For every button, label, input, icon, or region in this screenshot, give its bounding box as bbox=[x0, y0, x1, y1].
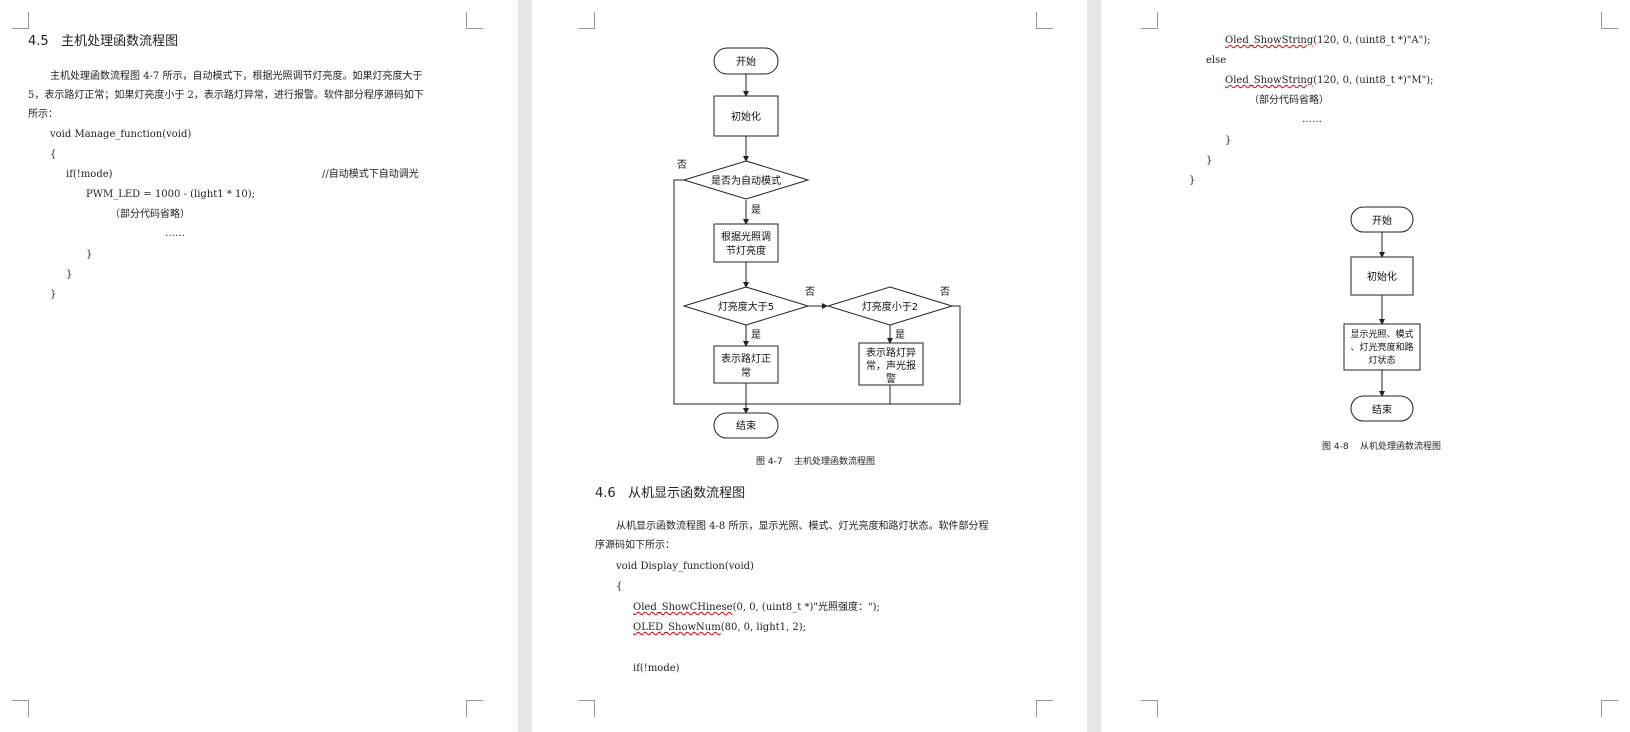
flow-start-node bbox=[713, 47, 779, 75]
flow-decision-lt2 bbox=[826, 286, 954, 326]
code-args: (80, 0, light1, 2); bbox=[720, 622, 807, 633]
crop-mark bbox=[1601, 700, 1618, 717]
code-line: } bbox=[1225, 135, 1232, 146]
main-flowchart: 开始 初始化 是否为自动模式 根据光照调 节灯亮度 灯亮度大于5 灯亮度小于2 … bbox=[673, 47, 961, 439]
flow-init-node bbox=[1350, 256, 1414, 296]
figure-caption: 图 4-8 从机处理函数流程图 bbox=[1322, 442, 1442, 452]
code-line: Oled_ShowCHinese(0, 0, (uint8_t *)"光照强度：… bbox=[633, 601, 880, 615]
slave-flowchart: 开始 初始化 显示光照、模式 、灯光亮度和路 灯状态 结束 bbox=[1343, 206, 1421, 422]
code-omitted-note: （部分代码省略） bbox=[1249, 95, 1329, 106]
flow-display-node bbox=[1343, 323, 1421, 371]
flow-label: 初始化 bbox=[1367, 270, 1397, 283]
flow-start-node bbox=[1350, 206, 1414, 233]
crop-mark bbox=[12, 12, 29, 29]
paragraph-line: 从机显示函数流程图 4-8 所示，显示光照、模式、灯光亮度和路灯状态。软件部分程 bbox=[616, 521, 989, 532]
code-function-name: Oled_ShowCHinese bbox=[633, 602, 733, 613]
flow-branch-no: 否 bbox=[677, 159, 687, 171]
flow-label: 开始 bbox=[736, 55, 756, 68]
code-line: { bbox=[50, 149, 57, 160]
crop-mark bbox=[12, 700, 29, 717]
code-line: { bbox=[616, 581, 623, 592]
code-line: } bbox=[1189, 175, 1196, 186]
section-heading: 4.5 主机处理函数流程图 bbox=[28, 34, 179, 49]
flow-branch-yes: 是 bbox=[751, 329, 761, 341]
flow-label: 警 bbox=[886, 372, 896, 385]
code-comment: //自动模式下自动调光 bbox=[322, 169, 419, 180]
code-line: if(!mode) bbox=[633, 663, 680, 674]
code-line: Oled_ShowString(120, 0, (uint8_t *)"M"); bbox=[1225, 74, 1434, 88]
flow-label: 灯亮度小于2 bbox=[862, 300, 918, 313]
code-args: (0, 0, (uint8_t *)"光照强度："); bbox=[732, 602, 880, 613]
code-line: OLED_ShowNum(80, 0, light1, 2); bbox=[633, 621, 806, 635]
flow-label: 初始化 bbox=[731, 110, 761, 123]
code-line: if(!mode) bbox=[66, 169, 113, 180]
flow-decision-auto bbox=[682, 160, 810, 200]
code-args: (120, 0, (uint8_t *)"A"); bbox=[1313, 35, 1431, 46]
code-function-name: Oled_ShowString bbox=[1225, 75, 1314, 86]
crop-mark bbox=[578, 700, 595, 717]
crop-mark bbox=[1036, 700, 1053, 717]
flow-branch-yes: 是 bbox=[895, 329, 905, 341]
code-function-name: OLED_ShowNum bbox=[633, 622, 721, 633]
flow-label: 是否为自动模式 bbox=[711, 174, 781, 187]
code-line: void Display_function(void) bbox=[616, 561, 754, 572]
document-page-2: 开始 初始化 是否为自动模式 根据光照调 节灯亮度 灯亮度大于5 灯亮度小于2 … bbox=[532, 0, 1087, 732]
code-omitted-note: （部分代码省略） bbox=[110, 209, 190, 220]
flow-alarm-node bbox=[858, 342, 924, 386]
code-args: (120, 0, (uint8_t *)"M"); bbox=[1313, 75, 1434, 86]
flow-label: 常 bbox=[741, 366, 751, 379]
paragraph-line: 主机处理函数流程图 4-7 所示，自动模式下，根据光照调节灯亮度。如果灯亮度大于 bbox=[50, 71, 423, 82]
code-line: } bbox=[50, 289, 57, 300]
figure-caption: 图 4-7 主机处理函数流程图 bbox=[756, 457, 876, 467]
code-line: PWM_LED = 1000 - (light1 * 10); bbox=[86, 189, 255, 200]
section-heading: 4.6 从机显示函数流程图 bbox=[595, 486, 746, 501]
crop-mark bbox=[1141, 12, 1158, 29]
flow-adjust-node bbox=[713, 223, 779, 263]
flow-end-node bbox=[713, 412, 779, 439]
flow-normal-node bbox=[713, 345, 779, 384]
code-line: } bbox=[66, 269, 73, 280]
flow-label: 结束 bbox=[1372, 403, 1392, 416]
flow-label: 结束 bbox=[736, 419, 756, 432]
flow-branch-no: 否 bbox=[805, 286, 815, 298]
code-line: Oled_ShowString(120, 0, (uint8_t *)"A"); bbox=[1225, 34, 1431, 48]
flow-init-node bbox=[713, 95, 779, 137]
flow-label: 表示路灯异 bbox=[866, 346, 916, 359]
flow-label: 开始 bbox=[1372, 214, 1392, 227]
flow-label: 根据光照调 bbox=[721, 230, 771, 243]
flow-end-node bbox=[1350, 395, 1414, 422]
crop-mark bbox=[1141, 700, 1158, 717]
paragraph-line: 5，表示路灯正常；如果灯亮度小于 2，表示路灯异常，进行报警。软件部分程序源码如… bbox=[28, 90, 424, 101]
document-page-1: 4.5 主机处理函数流程图 主机处理函数流程图 4-7 所示，自动模式下，根据光… bbox=[0, 0, 518, 732]
crop-mark bbox=[1601, 12, 1618, 29]
flow-label: 灯亮度大于5 bbox=[718, 300, 774, 313]
crop-mark bbox=[578, 12, 595, 29]
crop-mark bbox=[466, 700, 483, 717]
paragraph-line: 序源码如下所示： bbox=[595, 540, 675, 551]
crop-mark bbox=[1036, 12, 1053, 29]
flow-label: 显示光照、模式 bbox=[1350, 328, 1413, 340]
flow-decision-gt5 bbox=[682, 286, 810, 326]
code-function-name: Oled_ShowString bbox=[1225, 35, 1314, 46]
code-ellipsis: …… bbox=[165, 228, 185, 239]
flow-label: 节灯亮度 bbox=[726, 244, 766, 257]
code-line: } bbox=[86, 249, 93, 260]
flow-branch-yes: 是 bbox=[751, 204, 761, 216]
code-ellipsis: …… bbox=[1302, 114, 1322, 125]
flow-label: 灯状态 bbox=[1368, 354, 1395, 366]
paragraph-line: 所示： bbox=[28, 109, 58, 120]
flow-label: 表示路灯正 bbox=[721, 352, 771, 365]
crop-mark bbox=[466, 12, 483, 29]
flow-label: 、灯光亮度和路 bbox=[1350, 341, 1413, 353]
flow-branch-no: 否 bbox=[940, 286, 950, 298]
document-page-3: Oled_ShowString(120, 0, (uint8_t *)"A");… bbox=[1101, 0, 1630, 732]
code-line: } bbox=[1206, 155, 1213, 166]
flow-label: 常，声光报 bbox=[866, 359, 916, 372]
code-line: void Manage_function(void) bbox=[50, 129, 192, 140]
code-line: else bbox=[1206, 55, 1227, 66]
